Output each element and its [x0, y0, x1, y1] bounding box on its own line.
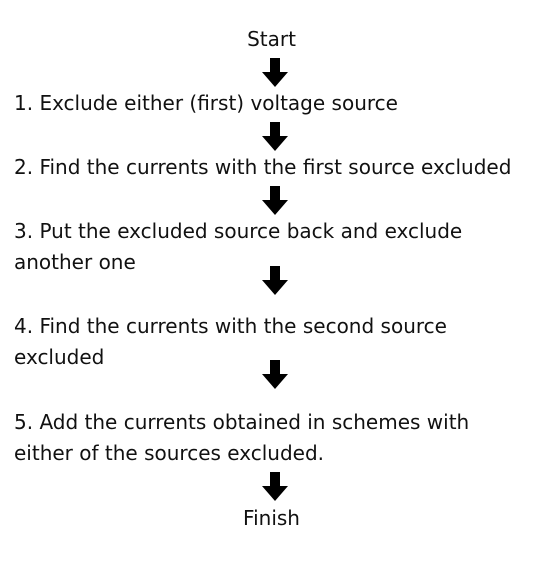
step-4: 4. Find the currents with the second sou… — [14, 314, 447, 369]
finish-label: Finish — [243, 506, 300, 530]
step-1: 1. Exclude either (first) voltage source — [14, 91, 398, 115]
start-label: Start — [247, 27, 296, 51]
down-arrow-icon — [260, 58, 290, 88]
down-arrow-icon — [260, 360, 290, 390]
down-arrow-icon — [260, 266, 290, 296]
down-arrow-icon — [260, 186, 290, 216]
step-5: 5. Add the currents obtained in schemes … — [14, 410, 470, 465]
down-arrow-icon — [260, 122, 290, 152]
step-2: 2. Find the currents with the first sour… — [14, 155, 512, 179]
step-3: 3. Put the excluded source back and excl… — [14, 219, 463, 274]
down-arrow-icon — [260, 472, 290, 502]
